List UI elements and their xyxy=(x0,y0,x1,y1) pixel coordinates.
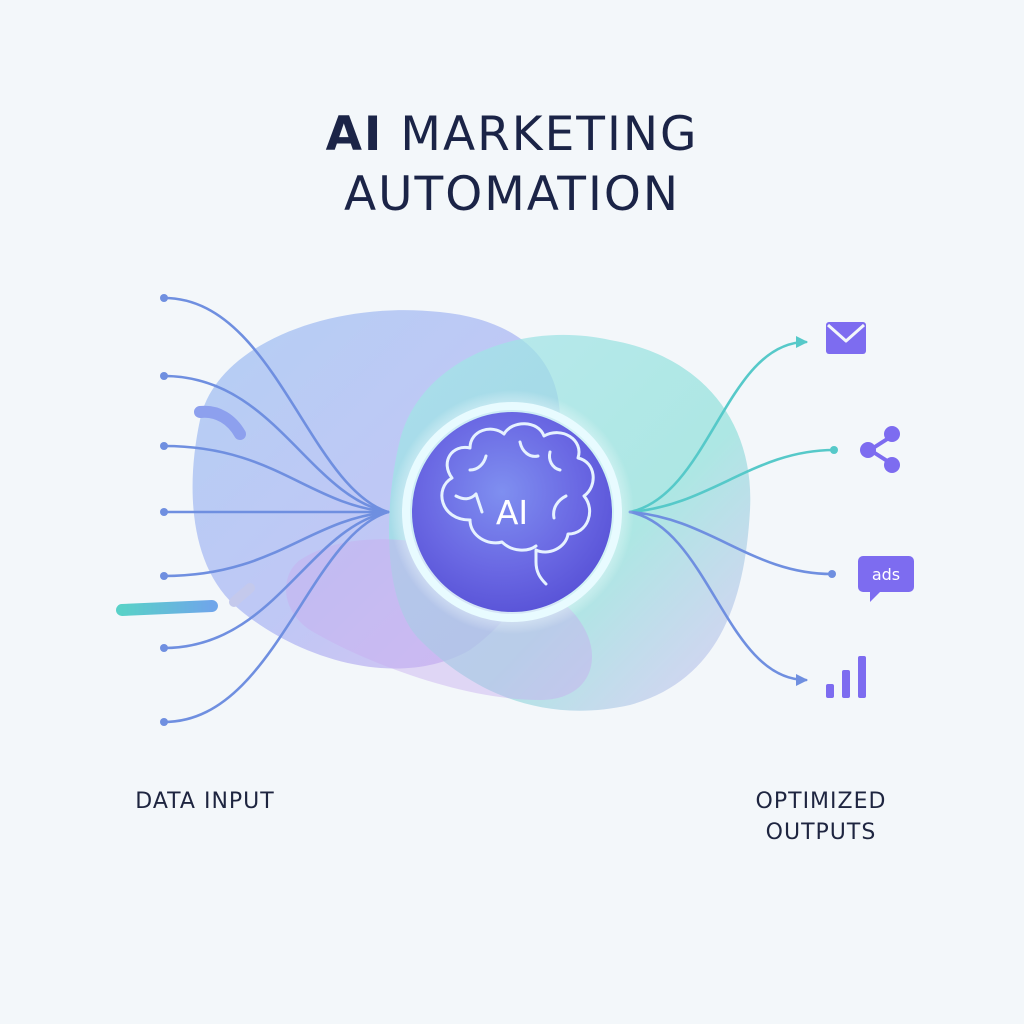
input-line xyxy=(162,374,390,514)
brain-icon xyxy=(440,422,595,586)
data-input-label: DATA INPUT xyxy=(135,789,275,814)
decorative-bar-bottom-long xyxy=(116,600,218,616)
output-line xyxy=(628,510,834,576)
output-tips xyxy=(796,336,838,686)
optimized-outputs-label: OPTIMIZED OUTPUTS xyxy=(716,786,926,848)
input-dot xyxy=(160,572,168,580)
input-dot xyxy=(160,718,168,726)
output-line xyxy=(628,340,808,514)
input-line xyxy=(162,444,390,514)
title-rest-word: MARKETING xyxy=(400,107,699,162)
hub-circle xyxy=(412,412,612,612)
input-dot xyxy=(160,294,168,302)
input-line xyxy=(162,510,390,650)
input-dot xyxy=(160,442,168,450)
hub-ring xyxy=(402,402,622,622)
input-dot xyxy=(160,372,168,380)
input-dots xyxy=(160,294,168,726)
output-dot xyxy=(830,446,838,454)
optimized-outputs-line-1: OPTIMIZED xyxy=(755,789,887,814)
input-dot xyxy=(160,508,168,516)
output-arrowhead xyxy=(796,336,808,348)
hub-label: AI xyxy=(496,493,528,532)
title-line-2: AUTOMATION xyxy=(343,167,681,222)
input-line xyxy=(162,296,390,514)
output-line xyxy=(628,448,836,514)
bar-chart-icon xyxy=(826,656,866,698)
title-line-1: AI MARKETING xyxy=(0,104,1024,166)
output-lines xyxy=(628,340,836,682)
ads-chat-text: ads xyxy=(872,565,900,584)
output-line xyxy=(628,510,808,682)
ads-chat-icon: ads xyxy=(858,556,914,602)
input-lines xyxy=(162,296,390,724)
title-strong-word: AI xyxy=(325,107,384,162)
share-icon xyxy=(860,426,900,473)
output-dot xyxy=(828,570,836,578)
decorative-bar-top-curve xyxy=(194,405,246,440)
optimized-outputs-line-2: OUTPUTS xyxy=(765,820,877,845)
input-line xyxy=(162,510,390,578)
input-dot xyxy=(160,644,168,652)
envelope-icon xyxy=(826,322,866,354)
input-line xyxy=(162,510,390,724)
output-arrowhead xyxy=(796,674,808,686)
decorative-bar-bottom-curve xyxy=(229,583,255,607)
